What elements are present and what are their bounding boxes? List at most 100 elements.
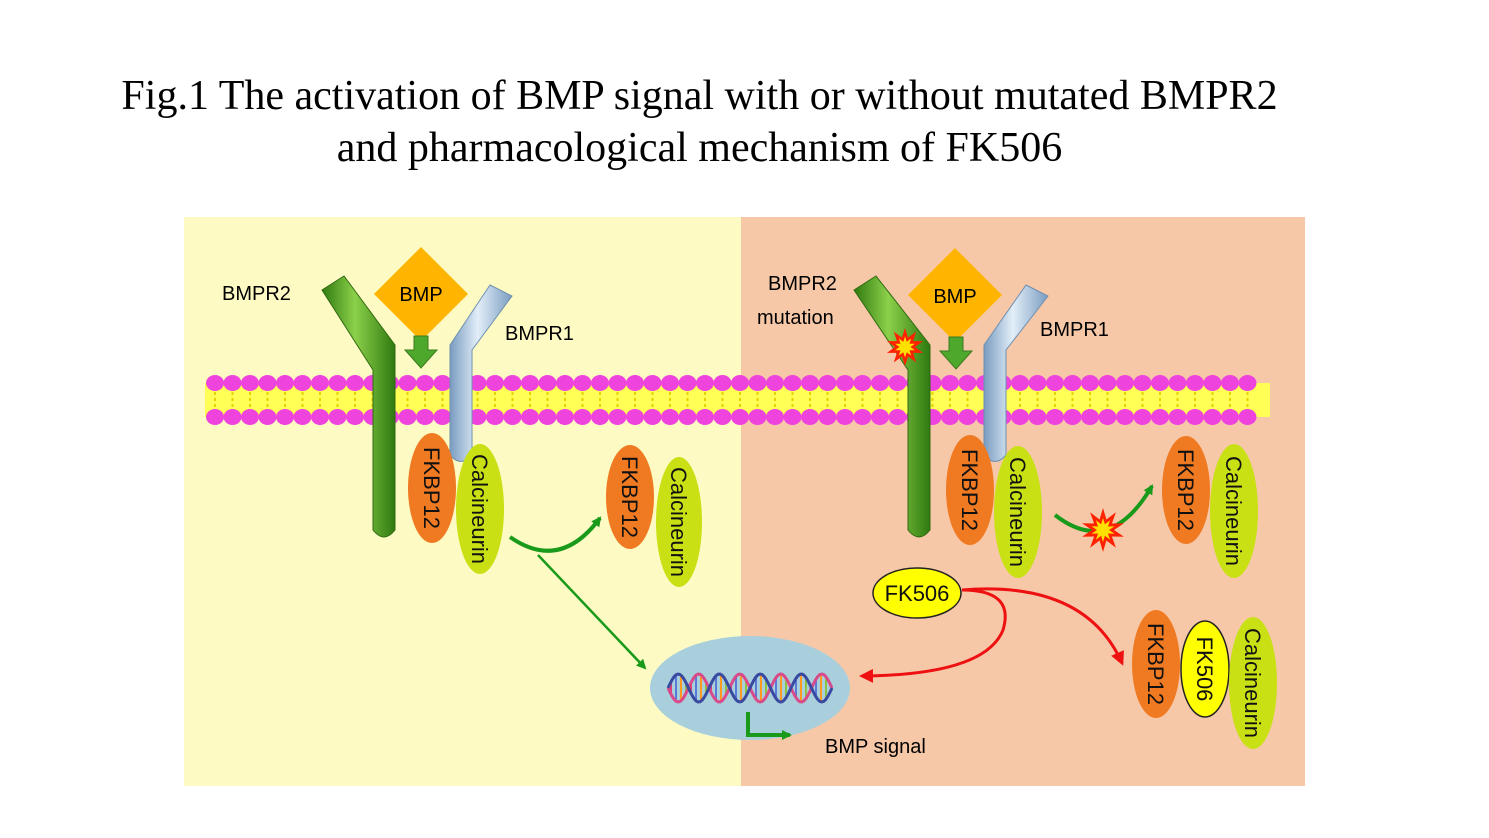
lipid-head: [573, 409, 592, 425]
mutation-star-icon: [886, 328, 924, 366]
lipid-head: [573, 375, 592, 391]
lipid-head: [1046, 375, 1064, 391]
right-bmp-ligand: BMP: [908, 248, 1002, 342]
star-inner: [1091, 517, 1115, 543]
left-bmp-ligand: BMP: [374, 247, 468, 341]
lipid-head: [538, 409, 557, 425]
lipid-head: [416, 375, 434, 391]
lipid-head: [748, 375, 767, 391]
lipid-head: [608, 375, 627, 391]
lipid-head: [521, 375, 539, 391]
lipid-head: [433, 375, 452, 391]
lipid-head: [521, 409, 539, 425]
lipid-head: [1186, 375, 1204, 391]
lipid-head: [836, 409, 854, 425]
complex-fkbp12-label: FKBP12: [1143, 623, 1168, 705]
lipid-head: [1011, 409, 1029, 425]
right-calcineurin-bound: Calcineurin: [994, 446, 1042, 578]
right-calcineurin-bound-label: Calcineurin: [1005, 457, 1030, 567]
lipid-head: [311, 409, 329, 425]
lipid-head: [888, 409, 907, 425]
lipid-head: [1168, 375, 1187, 391]
lipid-head: [206, 409, 224, 425]
cell-membrane: [205, 375, 1270, 425]
complex-fkbp12: FKBP12: [1132, 610, 1180, 718]
lipid-head: [538, 375, 557, 391]
star-inner: [895, 336, 915, 358]
lipid-head: [1133, 409, 1152, 425]
lipid-head: [1133, 375, 1152, 391]
right-fkbp12-released-label: FKBP12: [1173, 449, 1198, 531]
left-calcineurin-released: Calcineurin: [656, 457, 702, 587]
lipid-head: [206, 375, 224, 391]
fk506-to-complex-arrow: [961, 587, 1124, 666]
blocked-mutation-star-icon: [1082, 508, 1124, 552]
figure-title-line-1: Fig.1 The activation of BMP signal with …: [121, 73, 1278, 119]
lipid-head: [293, 409, 312, 425]
lipid-head: [1011, 375, 1029, 391]
lipid-head: [398, 375, 417, 391]
left-release-arrow: [508, 516, 602, 553]
lipid-head: [1098, 409, 1117, 425]
right-bmpr2-label-line2: mutation: [757, 307, 834, 329]
lipid-head: [871, 375, 889, 391]
lipid-head: [1063, 375, 1082, 391]
lipid-head: [1151, 375, 1169, 391]
lipid-head: [241, 375, 259, 391]
lipid-head: [258, 375, 277, 391]
lipid-head: [591, 409, 609, 425]
lipid-head: [626, 409, 644, 425]
figure-title-line-2: and pharmacological mechanism of FK506: [336, 125, 1063, 171]
left-calcineurin-bound-label: Calcineurin: [467, 454, 492, 564]
left-signal-arrow: [537, 554, 647, 670]
right-bmp-binding-arrow: [938, 336, 974, 370]
lipid-head: [626, 375, 644, 391]
lipid-head: [1238, 375, 1257, 391]
lipid-head: [678, 375, 697, 391]
lipid-head: [1186, 409, 1204, 425]
lipid-head: [468, 409, 487, 425]
lipid-head: [678, 409, 697, 425]
left-fkbp12-released: FKBP12: [606, 445, 654, 549]
lipid-head: [503, 409, 522, 425]
lipid-head: [293, 375, 312, 391]
lipid-head: [801, 375, 819, 391]
left-fkbp12-released-label: FKBP12: [617, 456, 642, 538]
fk506-label: FK506: [885, 581, 950, 606]
lipid-head: [871, 409, 889, 425]
right-fkbp12-bound: FKBP12: [946, 435, 994, 545]
lipid-head: [328, 375, 347, 391]
lipid-head: [398, 409, 417, 425]
lipid-head: [346, 409, 364, 425]
lipid-head: [853, 375, 872, 391]
lipid-head: [1028, 409, 1047, 425]
complex-calcineurin-label: Calcineurin: [1240, 628, 1265, 738]
lipid-head: [556, 409, 574, 425]
bmp-signal-label: BMP signal: [825, 736, 926, 758]
lipid-head: [1203, 409, 1222, 425]
lipid-head: [276, 375, 294, 391]
right-fkbp12-released: FKBP12: [1162, 436, 1210, 544]
lipid-head: [311, 375, 329, 391]
lipid-head: [748, 409, 767, 425]
lipid-head: [328, 409, 347, 425]
left-fkbp12-bound-label: FKBP12: [419, 447, 444, 529]
right-bmpr1-label: BMPR1: [1040, 319, 1109, 341]
left-fkbp12-bound: FKBP12: [408, 433, 456, 543]
lipid-head: [888, 375, 907, 391]
left-bmp-binding-arrow: [403, 335, 439, 369]
fk506-drug: FK506: [872, 567, 962, 619]
lipid-head: [556, 375, 574, 391]
lipid-head: [643, 409, 662, 425]
lipid-head: [731, 375, 749, 391]
complex-fk506-label: FK506: [1192, 637, 1217, 702]
lipid-head: [468, 375, 487, 391]
lipid-head: [713, 375, 732, 391]
complex-calcineurin: Calcineurin: [1229, 617, 1277, 749]
dna-strand: [666, 672, 834, 704]
lipid-head: [1168, 409, 1187, 425]
lipid-head: [941, 409, 959, 425]
left-bmpr2-label: BMPR2: [222, 283, 291, 305]
lipid-head: [1046, 409, 1064, 425]
lipid-head: [958, 409, 977, 425]
